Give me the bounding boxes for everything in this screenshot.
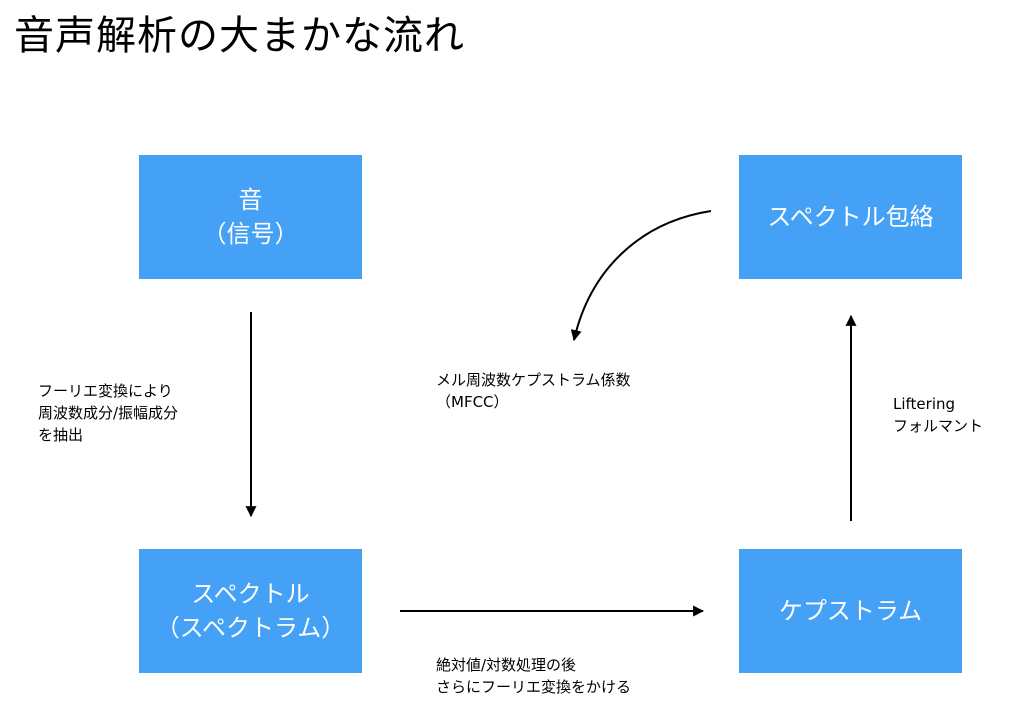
edge-label-fourier-line3: を抽出 xyxy=(38,426,84,444)
edge-label-liftering: Liftering フォルマント xyxy=(893,393,983,437)
page-title: 音声解析の大まかな流れ xyxy=(14,13,465,59)
edge-label-mfcc: メル周波数ケプストラム係数 （MFCC） xyxy=(436,369,631,413)
edge-label-mfcc-line1: メル周波数ケプストラム係数 xyxy=(436,371,631,389)
node-sound-sublabel: （信号） xyxy=(202,220,299,248)
node-cepstrum: ケプストラム xyxy=(739,549,962,673)
edge-label-liftering-line2: フォルマント xyxy=(893,417,984,435)
edge-label-fourier: フーリエ変換により 周波数成分/振幅成分 を抽出 xyxy=(38,380,178,446)
edge-label-fourier-line1: フーリエ変換により xyxy=(38,382,173,400)
edge-label-mfcc-line2: （MFCC） xyxy=(436,393,509,411)
edge-label-abs-log: 絶対値/対数処理の後 さらにフーリエ変換をかける xyxy=(436,654,631,698)
edge-label-abs-log-line2: さらにフーリエ変換をかける xyxy=(436,678,632,696)
node-spectral-envelope: スペクトル包絡 xyxy=(739,155,962,279)
edge-label-abs-log-line1: 絶対値/対数処理の後 xyxy=(436,656,577,674)
node-spectrum-label: スペクトル xyxy=(191,580,310,608)
edge-label-liftering-line1: Liftering xyxy=(893,395,956,413)
edge-label-fourier-line2: 周波数成分/振幅成分 xyxy=(38,404,179,422)
node-spectrum-sublabel: （スペクトラム） xyxy=(155,614,346,642)
node-sound: 音 （信号） xyxy=(139,155,362,279)
node-cepstrum-label: ケプストラム xyxy=(778,597,923,625)
node-sound-label: 音 xyxy=(238,186,263,214)
node-spectral-envelope-label: スペクトル包絡 xyxy=(767,203,934,231)
arrow-envelope-to-mfcc xyxy=(570,210,712,342)
node-spectrum: スペクトル （スペクトラム） xyxy=(139,549,362,673)
